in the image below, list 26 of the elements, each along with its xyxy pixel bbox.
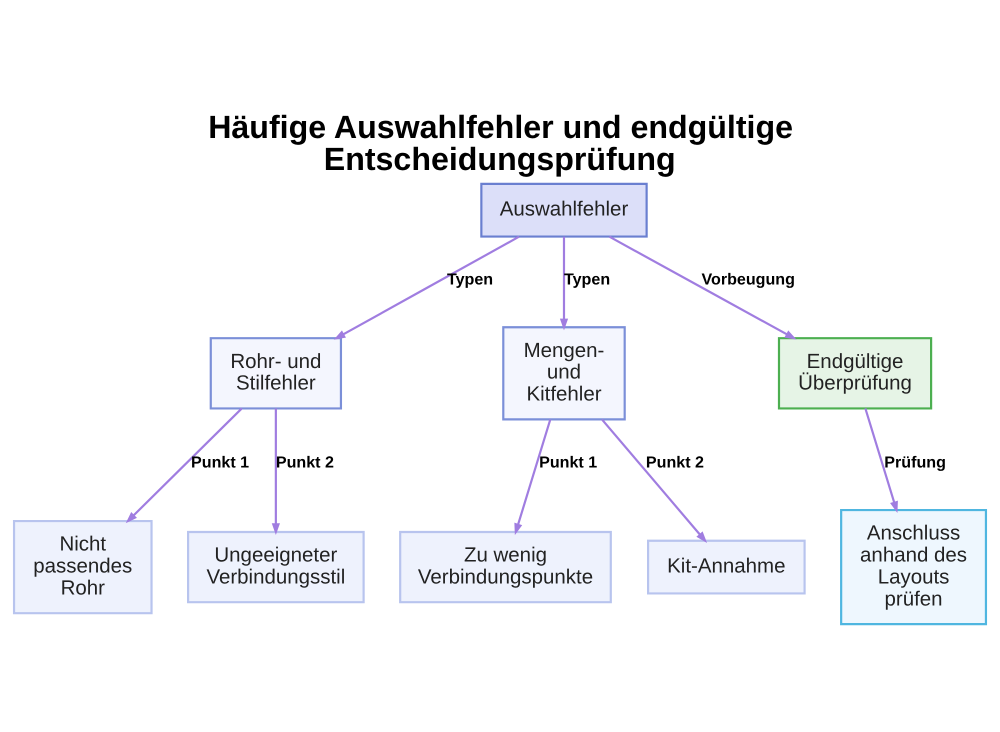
- node-box: Kit-Annahme: [647, 540, 806, 595]
- node-box: Ungeeigneter Verbindungsstil: [187, 530, 365, 604]
- arrow: [601, 418, 708, 543]
- node-box: Endgültige Überprüfung: [778, 337, 932, 410]
- node-box: Rohr- und Stilfehler: [210, 337, 342, 410]
- node-box: Zu wenig Verbindungspunkte: [399, 530, 612, 604]
- node-box: Anschluss anhand des Layouts prüfen: [840, 508, 988, 626]
- node-box: Nicht passendes Rohr: [12, 520, 153, 614]
- arrow: [560, 236, 568, 330]
- edge-label: Prüfung: [884, 453, 946, 472]
- arrow: [608, 236, 797, 340]
- node-box: Auswahlfehler: [480, 182, 648, 238]
- arrow: [334, 236, 520, 340]
- edge-label: Punkt 1: [191, 453, 250, 472]
- edge-label: Punkt 1: [539, 453, 598, 472]
- arrow: [514, 419, 552, 536]
- arrow: [272, 408, 280, 535]
- arrow: [864, 408, 898, 514]
- edge-label: Vorbeugung: [701, 270, 795, 289]
- arrow: [126, 408, 243, 524]
- edge-label: Punkt 2: [646, 453, 704, 472]
- edge-label: Typen: [446, 270, 494, 289]
- edge-label: Punkt 2: [276, 453, 334, 472]
- diagram-title: Häufige Auswahlfehler und endgültige Entscheidungsprüfung: [208, 108, 794, 178]
- edge-label: Typen: [564, 270, 610, 289]
- node-box: Mengen- und Kitfehler: [502, 326, 626, 420]
